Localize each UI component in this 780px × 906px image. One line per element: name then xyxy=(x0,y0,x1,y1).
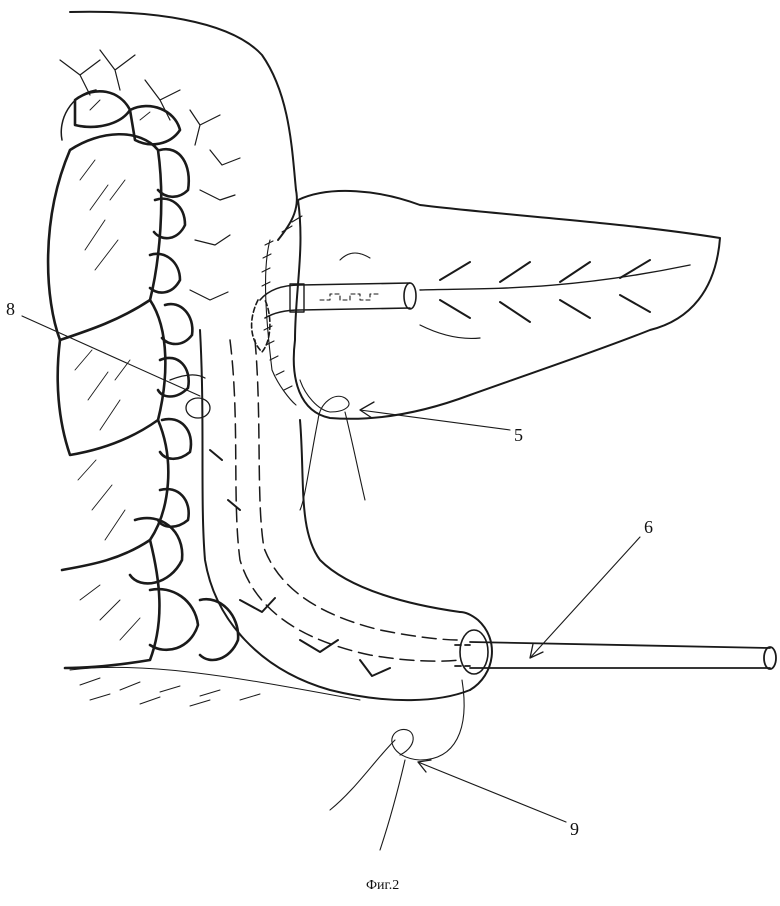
hatching-texture xyxy=(74,99,151,641)
label-5: 5 xyxy=(514,425,523,445)
suture-stitches xyxy=(261,215,303,406)
leader-line-8 xyxy=(21,315,201,397)
leader-line-6 xyxy=(529,536,641,659)
leader-line-9 xyxy=(417,761,567,823)
vessel-branches xyxy=(59,49,241,301)
label-6: 6 xyxy=(644,517,653,537)
leader-lines xyxy=(21,315,641,823)
suture-thread-9 xyxy=(329,679,465,851)
label-8: 8 xyxy=(6,299,15,319)
drain-tube-6 xyxy=(454,641,777,670)
suture-thread-5 xyxy=(299,379,366,511)
pancreas-outline xyxy=(292,189,721,420)
label-9: 9 xyxy=(570,819,579,839)
figure-caption: Фиг.2 xyxy=(366,878,400,893)
structure-8 xyxy=(169,374,211,419)
leader-line-5 xyxy=(359,409,511,431)
intestine-loop xyxy=(199,329,493,702)
bowel-segments xyxy=(46,90,240,670)
base-shading xyxy=(69,666,361,707)
pancreatic-stent xyxy=(250,282,417,353)
